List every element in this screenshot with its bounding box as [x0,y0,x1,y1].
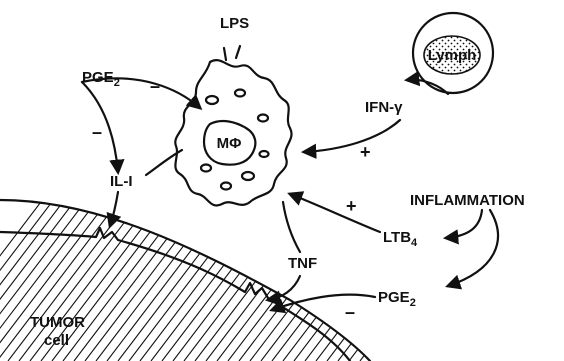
sign-pge2-il1-minus: – [92,122,102,142]
ifn-gamma-label: IFN-γ [365,99,403,116]
sign-pge2-macrophage-minus: – [150,76,160,96]
tumor-cell-label: cell [44,332,69,349]
lps-receptor [224,46,240,60]
ltb4-label: LTB4 [383,229,418,249]
lymph-label: Lymph [428,47,477,64]
arrow-ifn-to-macrophage [304,120,400,152]
tnf-label: TNF [288,255,317,272]
sign-ltb4-plus: + [346,196,357,216]
macrophage-label: MΦ [217,135,242,152]
arrow-inflammation-to-pge2 [448,210,498,286]
tumor-label: TUMOR [30,314,85,331]
sign-pge2-tumor-minus: – [345,302,355,322]
arrow-ltb4-to-macrophage [290,194,380,232]
tumor-cell-membrane [0,190,545,361]
sign-ifn-plus: + [360,142,371,162]
inflammation-label: INFLAMMATION [410,192,525,209]
il1-label: IL-I [110,173,133,190]
arrow-inflammation-to-ltb4 [446,210,482,238]
macrophage-cell: MΦ [175,60,291,205]
line-macrophage-to-tnf [283,202,300,252]
pge2-bottom-label: PGE2 [378,289,416,309]
lps-label: LPS [220,15,249,32]
